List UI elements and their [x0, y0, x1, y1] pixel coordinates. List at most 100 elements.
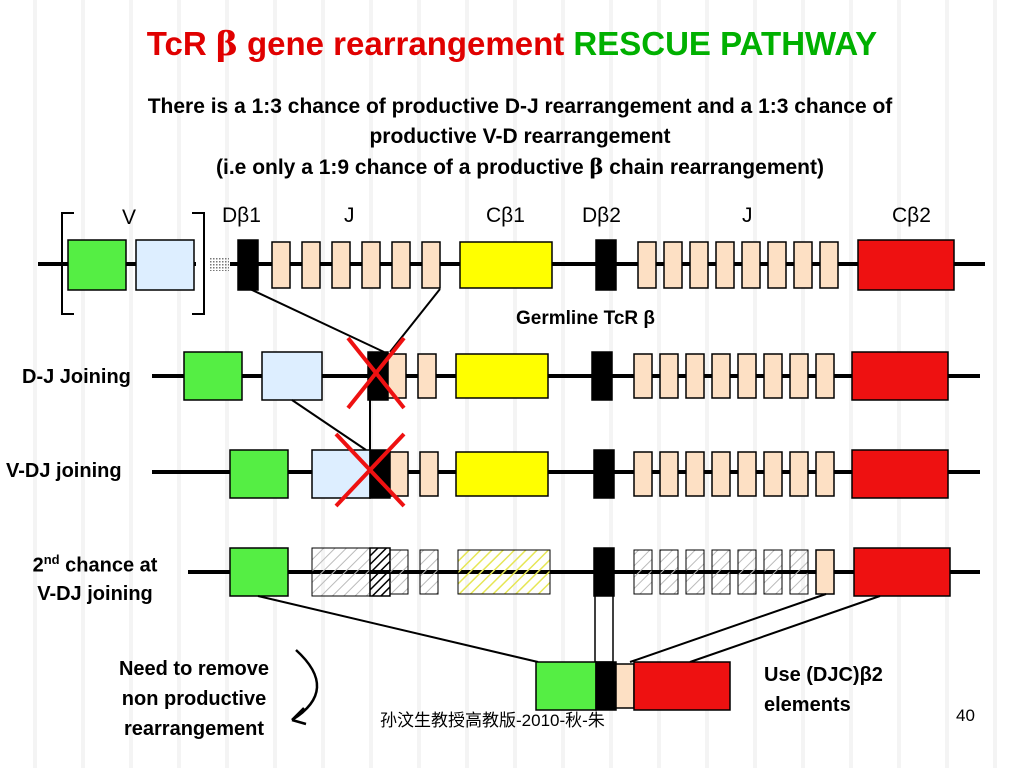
vdj-c-beta2: [851, 449, 949, 499]
description-line1: There is a 1:3 chance of productive D-J …: [147, 95, 893, 118]
description-line2: productive V-D rearrangement: [369, 125, 671, 148]
germline-j2-3: [689, 241, 709, 289]
second-j2-hatched-3: [685, 549, 705, 595]
dj-cross-stroke-2: [346, 336, 406, 410]
final-d-beta2: [595, 661, 617, 711]
page-number: 40: [956, 706, 975, 725]
connector-db1-to-dj: [249, 288, 385, 353]
vdj-c-beta1: [455, 451, 549, 497]
germline-label: Germline TcR β: [516, 308, 656, 329]
arrow-remove-head: [291, 707, 307, 726]
arrow-remove-curve: [291, 649, 319, 722]
second-d-beta1-hatched: [369, 547, 391, 597]
label-j2: J: [742, 204, 753, 227]
label-v: V: [122, 206, 137, 229]
germline-j1-3: [331, 241, 351, 289]
germline-j1-4: [361, 241, 381, 289]
germline-j2-7: [793, 241, 813, 289]
germline-j1-1: [271, 241, 291, 289]
germline-d-beta1: [237, 239, 259, 291]
vdj-j2-1: [633, 451, 653, 497]
label-c-beta2: Cβ2: [892, 204, 931, 227]
note-remove-3: rearrangement: [123, 718, 265, 740]
label-c-beta1: Cβ1: [486, 204, 525, 227]
dj-j2-7: [789, 353, 809, 399]
germline-j2-2: [663, 241, 683, 289]
dj-j1-2: [417, 353, 437, 399]
germline-d-beta2: [595, 239, 617, 291]
note-use: Use (DJC)β2 elements: [764, 660, 883, 720]
v-bracket-right: [192, 212, 205, 315]
dj-j2-5: [737, 353, 757, 399]
title-part1: TcR: [146, 25, 216, 62]
vdj-cross-stroke-2: [334, 432, 406, 508]
germline-c-beta1: [459, 241, 553, 289]
germline-dotted-gap: [209, 257, 229, 271]
row-label-second-chance: 2nd chance at V-DJ joining: [10, 546, 180, 608]
second-chance-line2: V-DJ joining: [37, 582, 153, 605]
note-remove-1: Need to remove: [118, 658, 270, 680]
germline-j1-6: [421, 241, 441, 289]
vdj-j2-5: [737, 451, 757, 497]
description-line3-beta: β: [589, 154, 604, 179]
second-j2-hatched-2: [659, 549, 679, 595]
germline-j1-2: [301, 241, 321, 289]
vdj-j2-3: [685, 451, 705, 497]
row-label-vdj-joining: V-DJ joining: [6, 460, 122, 482]
second-c-beta1-hatched: [457, 549, 551, 595]
dj-c-beta1: [455, 353, 549, 399]
label-j1: J: [344, 204, 355, 227]
final-c-beta2: [633, 661, 731, 711]
germline-v-green: [67, 239, 127, 291]
second-j1-hatched-2: [419, 549, 439, 595]
vdj-j2-7: [789, 451, 809, 497]
second-v-green: [229, 547, 289, 597]
description-line3: (i.e only a 1:9 chance of a productive β…: [40, 152, 1000, 183]
dj-j2-6: [763, 353, 783, 399]
vdj-j2-8: [815, 451, 835, 497]
slide-title: TcR β gene rearrangement RESCUE PATHWAY: [0, 24, 1024, 63]
dj-j2-2: [659, 353, 679, 399]
second-j2-hatched-1: [633, 549, 653, 595]
second-j2-hatched-7: [789, 549, 809, 595]
label-d-beta2: Dβ2: [582, 204, 621, 227]
connector-d-to-final: [594, 595, 614, 663]
second-j2-hatched-5: [737, 549, 757, 595]
dj-v-green: [183, 351, 243, 401]
v-bracket-left: [61, 212, 74, 315]
second-j2-hatched-4: [711, 549, 731, 595]
germline-v-light-blue: [135, 239, 195, 291]
germline-j2-4: [715, 241, 735, 289]
dj-j2-4: [711, 353, 731, 399]
second-c-beta2: [853, 547, 951, 597]
final-j: [615, 663, 635, 709]
description-line3-a: (i.e only a 1:9 chance of a productive: [216, 156, 590, 179]
note-use-2: elements: [764, 694, 851, 716]
vdj-d-beta2: [593, 449, 615, 499]
row-label-dj-joining: D-J Joining: [22, 366, 131, 388]
vdj-j1-2: [419, 451, 439, 497]
note-remove: Need to remove non productive rearrangem…: [84, 654, 304, 744]
germline-c-beta2: [857, 239, 955, 291]
note-use-1: Use (DJC)β2: [764, 664, 883, 686]
dj-j2-3: [685, 353, 705, 399]
germline-j1-5: [391, 241, 411, 289]
second-d-beta2: [593, 547, 615, 597]
dj-d-beta2: [591, 351, 613, 401]
description: There is a 1:3 chance of productive D-J …: [40, 92, 1000, 183]
second-j2-hatched-6: [763, 549, 783, 595]
vdj-j2-6: [763, 451, 783, 497]
connector-j1-to-dj: [389, 288, 441, 353]
germline-j2-8: [819, 241, 839, 289]
germline-j2-1: [637, 241, 657, 289]
description-line3-b: chain rearrangement): [603, 156, 824, 179]
second-j1-hatched-1: [389, 549, 409, 595]
second-chance-2: 2: [32, 554, 44, 577]
dj-j2-8: [815, 353, 835, 399]
second-v-hatched: [311, 547, 371, 597]
germline-j2-5: [741, 241, 761, 289]
dj-j2-1: [633, 353, 653, 399]
final-v-green: [535, 661, 597, 711]
vdj-j2-2: [659, 451, 679, 497]
second-j2-used: [815, 549, 835, 595]
